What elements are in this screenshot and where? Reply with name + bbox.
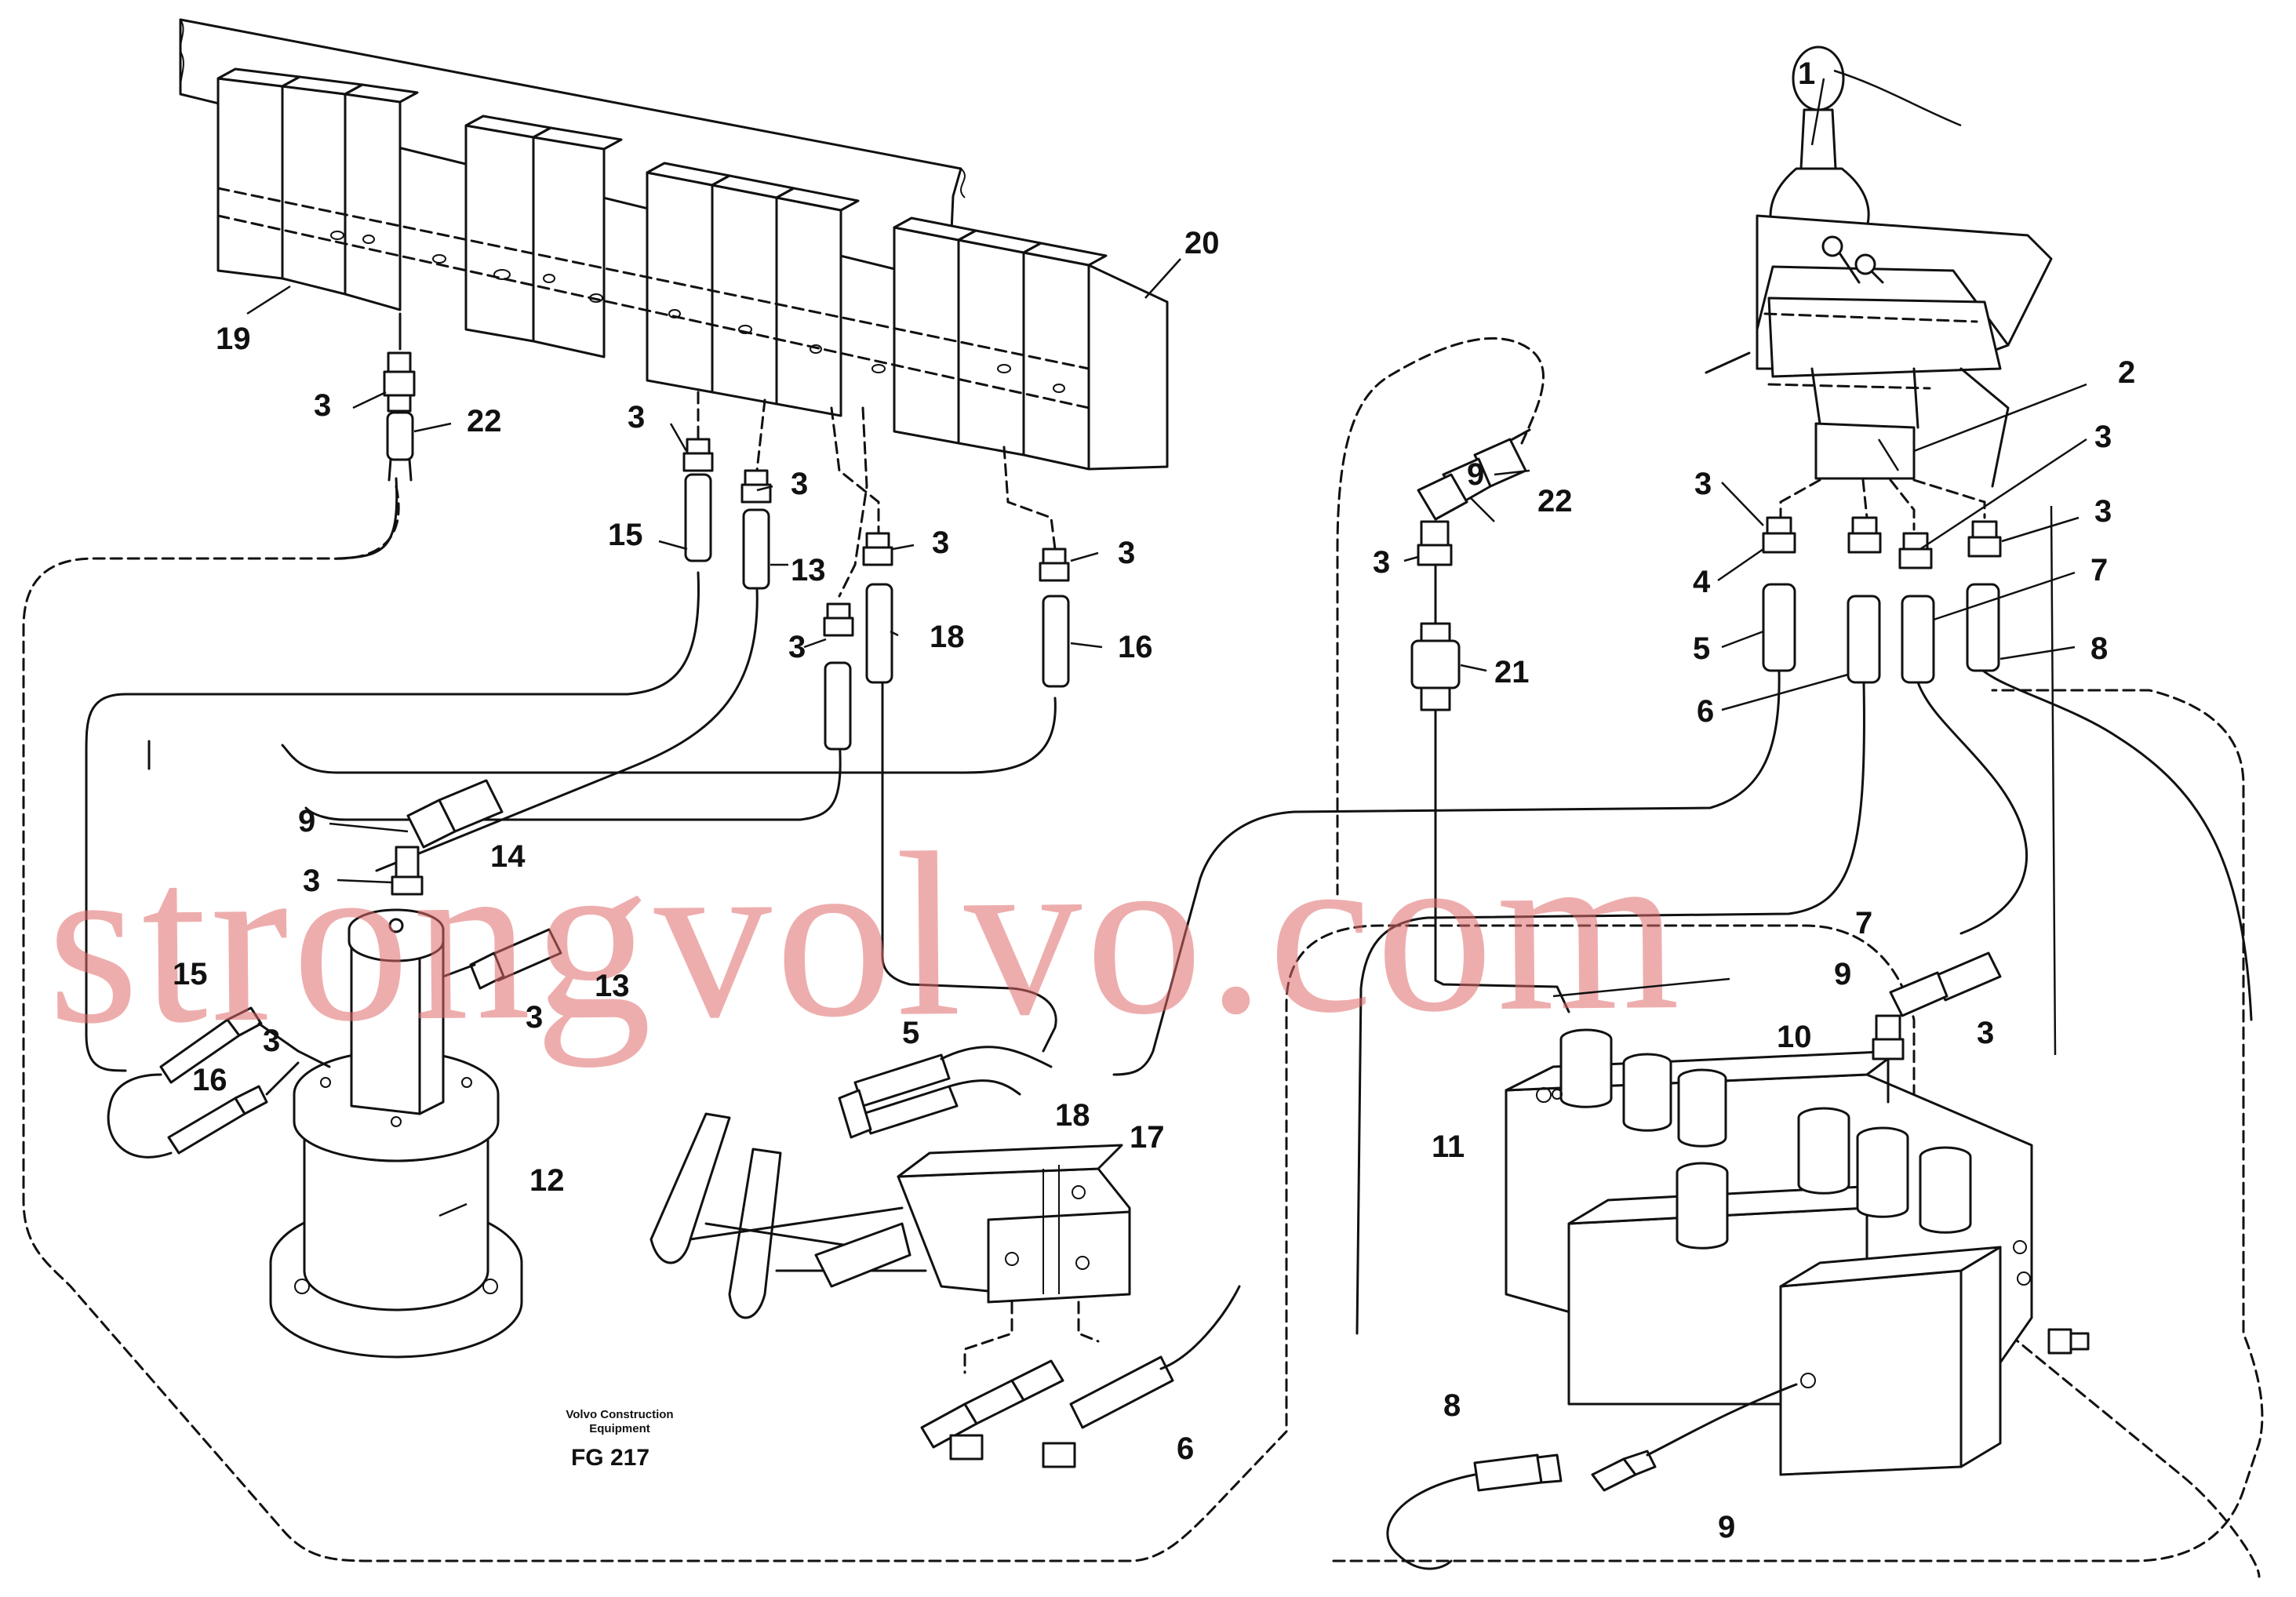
callout: 5 [902,1016,919,1050]
callout: 7 [1855,906,1872,940]
leader-lines [246,69,2087,1217]
callout: 3 [2094,494,2112,529]
callout: 22 [1537,484,1573,518]
callout: 15 [173,957,208,991]
callout: 6 [1697,694,1714,729]
control-valve-bank [179,18,1169,471]
callout: 3 [526,1000,543,1035]
publisher-line-1: Volvo Construction [566,1408,673,1421]
hose-13-a [742,508,770,590]
hose-18-a [865,583,893,684]
callout: 9 [1834,957,1851,991]
callout: 18 [1055,1098,1090,1133]
callout: 3 [1118,536,1135,570]
callout: 8 [2090,631,2108,666]
callout: 3 [1373,545,1390,580]
boundary-left-upper [1332,689,2264,1562]
callout: 6 [1177,1431,1194,1466]
hose-fittings-upper [383,351,1070,751]
callout: 16 [192,1063,227,1097]
callout: 3 [303,864,320,898]
swivel-hoses [107,779,562,1159]
callout: 22 [467,404,502,438]
callout: 3 [1977,1016,1994,1050]
callout: 1 [1798,56,1815,91]
pilot-lines-upper [85,312,1057,1072]
valve-caps [1559,1028,1972,1250]
callout: 14 [490,839,526,874]
hose-16-a [1042,595,1070,688]
fitting-3-g [1039,547,1070,582]
publisher-line-2: Equipment [589,1422,650,1435]
watermark-text: strongvolvo.com [46,798,1684,1073]
callout: 21 [1494,655,1530,689]
drawing-id: FG 217 [571,1445,650,1471]
callout: 17 [1130,1120,1165,1155]
hose-3-f [824,661,852,751]
callout: 3 [1694,467,1712,501]
valve-sections [217,67,1169,471]
callout: 13 [595,969,630,1003]
lever-fittings [1112,478,2253,1335]
travel-pedal-valve [650,1112,1131,1374]
callout: 10 [1777,1020,1812,1054]
swing-motor-unit [269,908,523,1359]
pilot-control-lever [1705,45,2053,488]
callout: 9 [1467,457,1484,492]
callout: 13 [791,553,826,588]
callout: 19 [216,322,251,356]
callout: 3 [932,526,949,560]
hose-22-a [386,411,414,482]
callout: 7 [2090,553,2108,588]
fitting-3-d [862,532,893,566]
main-control-valve [1505,1028,2090,1476]
callout: 3 [263,1024,280,1058]
valve-pilot-hose [1872,951,2002,1104]
callout: 16 [1118,630,1153,664]
callout: 3 [788,630,806,664]
callout: 4 [1693,565,1711,599]
fitting-3-a [383,351,416,413]
callout: 5 [1693,631,1710,666]
fitting-3-c [740,469,772,504]
callout: 20 [1184,226,1220,260]
return-hose-lower [1386,1383,1798,1570]
pedal-fittings [838,1046,1241,1468]
fitting-3-e [823,602,854,637]
callout: 15 [608,518,643,552]
callout: 3 [314,388,331,423]
fitting-3-b [682,438,714,472]
callout: 18 [930,620,965,654]
callout: 2 [2118,355,2135,390]
callout: 3 [628,400,645,435]
callouts: 1 2 3 3 3 3 3 3 3 3 3 3 3 3 3 3 4 5 5 6 … [173,56,2135,1544]
callout: 8 [1443,1388,1461,1423]
callout: 12 [529,1163,565,1198]
callout: 3 [2094,420,2112,454]
assembly-boundary [22,485,2261,1578]
callout: 11 [1432,1130,1465,1164]
hose-15-a [684,473,712,562]
center-hose-assembly [1336,336,1570,1013]
callout: 3 [791,467,808,501]
callout: 9 [298,804,315,839]
callout: 9 [1718,1510,1735,1544]
